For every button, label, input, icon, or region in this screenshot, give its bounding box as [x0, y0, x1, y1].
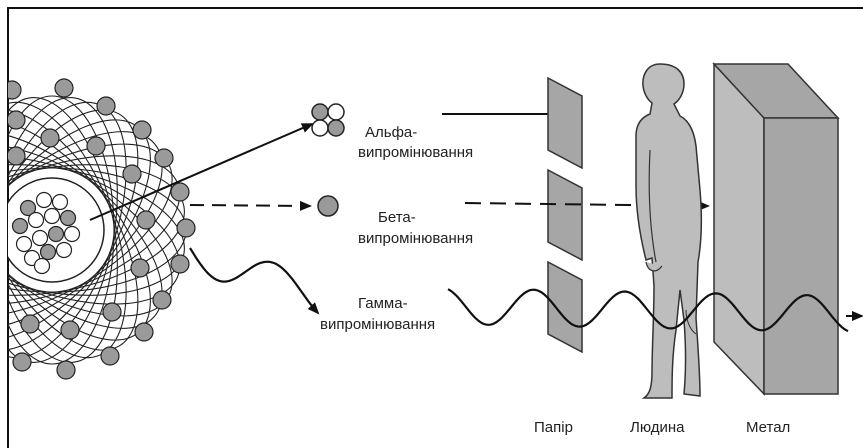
alpha-particle-icon — [312, 104, 344, 136]
beta-label-line2: випромінювання — [358, 230, 473, 247]
electron — [21, 315, 39, 333]
electron — [177, 219, 195, 237]
gamma-label-line2: випромінювання — [320, 316, 435, 333]
electron — [3, 81, 21, 99]
electron — [153, 291, 171, 309]
electron — [97, 97, 115, 115]
nucleus-particle — [49, 227, 64, 242]
electron — [137, 211, 155, 229]
gamma-wave-left — [190, 248, 318, 313]
electron — [103, 303, 121, 321]
nucleus-particle — [17, 237, 32, 252]
human-label: Людина — [630, 419, 685, 436]
electron — [123, 165, 141, 183]
nucleus-particle — [53, 195, 68, 210]
electron — [57, 361, 75, 379]
nucleus-particle — [45, 209, 60, 224]
alpha-label-line2: випромінювання — [358, 144, 473, 161]
nucleus-particle — [35, 259, 50, 274]
electron — [135, 323, 153, 341]
electron — [131, 259, 149, 277]
electron — [171, 255, 189, 273]
nucleus-particle — [29, 213, 44, 228]
electron — [41, 129, 59, 147]
metal-barrier — [714, 64, 838, 394]
nucleus-particle — [13, 219, 28, 234]
nucleus-particle — [41, 245, 56, 260]
electron — [7, 147, 25, 165]
nucleus-particle — [37, 193, 52, 208]
metal-label: Метал — [746, 419, 790, 436]
beta-label-line1: Бета- — [378, 209, 416, 226]
paper-label: Папір — [534, 419, 573, 436]
nucleus-particle — [57, 243, 72, 258]
beta-arrow — [190, 205, 310, 206]
nucleus-particle — [65, 227, 80, 242]
paper-barrier — [548, 78, 582, 352]
electron — [13, 353, 31, 371]
nucleus-particle — [61, 211, 76, 226]
electron — [101, 347, 119, 365]
beta-particle-icon — [318, 196, 338, 216]
electron — [7, 111, 25, 129]
human-figure — [636, 64, 701, 398]
atom-nucleus — [0, 79, 199, 379]
alpha-label-line1: Альфа- — [365, 124, 417, 141]
electron — [87, 137, 105, 155]
electron — [133, 121, 151, 139]
electron — [155, 149, 173, 167]
electron — [55, 79, 73, 97]
electron — [61, 321, 79, 339]
gamma-label-line1: Гамма- — [358, 295, 408, 312]
nucleus-particle — [33, 231, 48, 246]
electron — [171, 183, 189, 201]
